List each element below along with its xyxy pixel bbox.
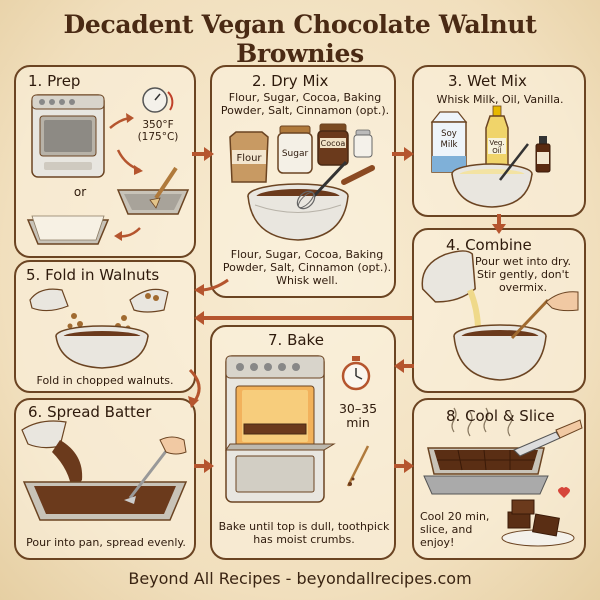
svg-text:Sugar: Sugar: [282, 149, 309, 159]
arrow-wet-to-combine: [492, 214, 506, 234]
step6-title: 6. Spread Batter: [28, 403, 152, 421]
timer-icon: [341, 356, 371, 391]
knife-icon: [513, 419, 583, 457]
dry-mix-bowl-icon: [247, 183, 349, 241]
soy-milk-carton-icon: Soy Milk: [430, 111, 468, 173]
bake-time-1: 30–35: [339, 401, 377, 416]
step4-title: 4. Combine: [446, 236, 532, 254]
cooling-rack-pan-icon: [423, 447, 549, 495]
arrow-fold-to-spread: [188, 368, 201, 408]
footer-credit: Beyond All Recipes - beyondallrecipes.co…: [128, 569, 472, 588]
step4-instructions: Pour wet into dry. Stir gently, don't ov…: [474, 255, 572, 294]
fold-bowl-icon: [55, 325, 149, 369]
sugar-jar-icon: Sugar: [277, 125, 313, 174]
combine-bowl-icon: [453, 324, 547, 381]
svg-text:Soy: Soy: [441, 129, 457, 139]
step3-instructions: Whisk Milk, Oil, Vanilla.: [436, 93, 564, 106]
step7-instructions: Bake until top is dull, toothpick has mo…: [218, 520, 390, 546]
step3-title: 3. Wet Mix: [448, 72, 527, 90]
step5-title: 5. Fold in Walnuts: [26, 266, 160, 284]
wet-mix-bowl-icon: [451, 163, 533, 208]
svg-text:Milk: Milk: [441, 140, 458, 150]
step5-instructions: Fold in chopped walnuts.: [36, 374, 174, 387]
bake-time-2: min: [346, 415, 370, 430]
svg-text:Cocoa: Cocoa: [321, 139, 346, 148]
step2-title: 2. Dry Mix: [252, 72, 329, 90]
temp-f: 350°F: [142, 119, 173, 131]
vanilla-extract-bottle-icon: [535, 136, 551, 173]
step6-instructions: Pour into pan, spread evenly.: [26, 536, 186, 549]
cocoa-jar-icon: Cocoa: [317, 123, 349, 166]
svg-text:Flour: Flour: [236, 153, 262, 164]
arrow-combine-to-bake: [394, 359, 414, 373]
parchment-pan-icon: [26, 215, 110, 245]
cinnamon-stick-icon: [341, 165, 375, 185]
step8-instructions: Cool 20 min, slice, and enjoy!: [420, 510, 490, 549]
arrow-combine-to-fold: [194, 311, 412, 325]
or-label: or: [74, 185, 86, 199]
arrow-dry-to-wet: [392, 147, 414, 161]
step8-title: 8. Cool & Slice: [446, 407, 555, 425]
arrow-dry-to-fold: [194, 278, 229, 296]
toothpick-icon: [346, 445, 370, 487]
step2-instructions: Flour, Sugar, Cocoa, Baking Powder, Salt…: [222, 248, 392, 287]
page-title: Decadent Vegan Chocolate Walnut Brownies: [63, 10, 537, 68]
panel-dry-mix: [210, 65, 396, 298]
step7-title: 7. Bake: [268, 331, 324, 349]
bake-oven-icon: [225, 355, 336, 503]
thermometer-dial-icon: [142, 87, 174, 113]
batter-pan-icon: [22, 481, 188, 521]
temp-c: (175°C): [138, 131, 179, 143]
step2-ingredients: Flour, Sugar, Cocoa, Baking Powder, Salt…: [220, 91, 390, 117]
spatula-icon: [124, 436, 187, 504]
arrow-spread-to-bake: [194, 459, 214, 473]
heart-icon: [558, 487, 570, 498]
step1-title: 1. Prep: [28, 72, 81, 90]
sliced-brownies-icon: [501, 499, 575, 547]
oven-icon: [31, 94, 105, 178]
svg-text:Oil: Oil: [492, 147, 501, 155]
whisk-icon: [296, 160, 348, 210]
pastry-brush-icon: [149, 166, 178, 209]
walnut-bowls-icon: [29, 288, 169, 331]
svg-text:Veg.: Veg.: [489, 139, 504, 147]
salt-shaker-icon: [353, 129, 373, 158]
arrow-prep-to-dry: [192, 147, 214, 161]
wet-whisk-icon: [499, 143, 529, 181]
flour-bag-icon: Flour: [229, 131, 269, 183]
veg-oil-bottle-icon: Veg. Oil: [485, 105, 509, 173]
spatula-hand-icon: [510, 291, 579, 340]
steam-icon: [451, 407, 513, 437]
batter-pour-icon: [21, 420, 83, 492]
arrow-bake-to-cool: [394, 459, 414, 473]
